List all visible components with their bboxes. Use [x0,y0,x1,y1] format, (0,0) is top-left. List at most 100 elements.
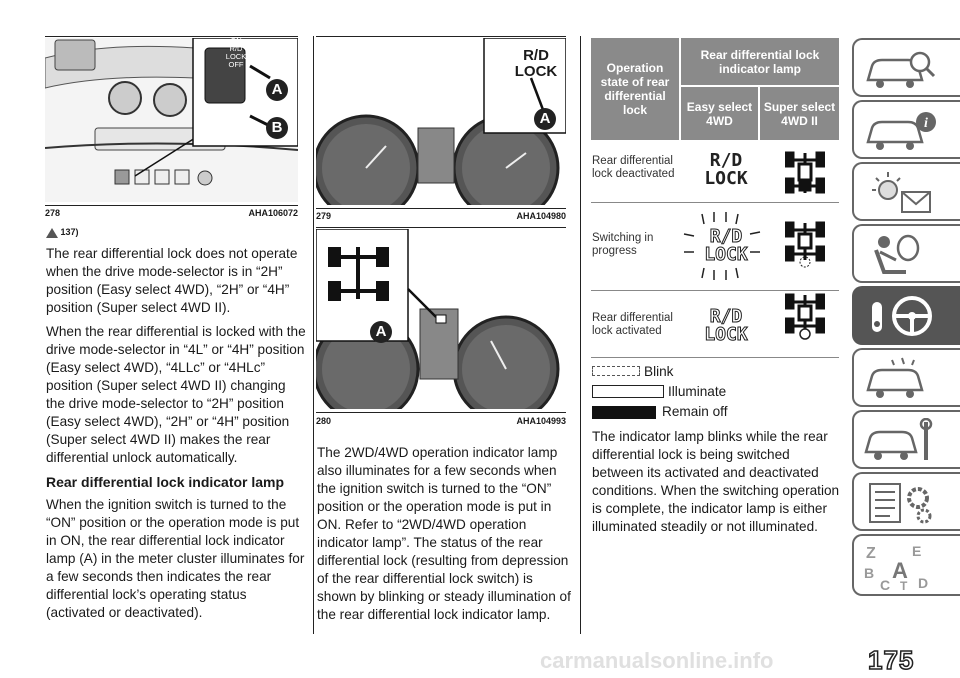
label-lock: LOCK [514,63,558,80]
th-easy-select: Easy select 4WD [681,87,758,140]
top-rule [45,36,298,37]
settings-list-icon [869,483,932,524]
legend-illuminate-label: Illuminate [668,384,727,399]
th-operation-state: Operation state of rear differential loc… [591,38,679,140]
figure-280-caption: 280 AHA104993 [316,416,566,426]
svg-text:E: E [912,543,921,559]
th-indicator-lamp: Rear differential lock indicator lamp [681,38,839,85]
rd-lock-lamp-deactivated: R/D LOCK [696,152,756,188]
callout-a: A [370,321,392,343]
callout-b: B [266,117,288,139]
figure-number: 279 [316,211,332,221]
row-label-activated: Rear differential lock activated [592,312,673,337]
figure-code: AHA104993 [516,416,566,426]
rd-lock-lamp-blinking: R/D LOCK [696,226,756,265]
svg-text:T: T [900,579,908,592]
tab-settings-list[interactable] [852,472,960,531]
legend-remain-off-label: Remain off [662,404,728,419]
switch-label-on: ON [230,38,242,45]
tab-lights-warning[interactable] [852,162,960,221]
top-rule [316,36,566,37]
switch-label: ON R/D LOCK OFF [221,38,251,69]
caption-rule [316,208,566,209]
tab-car-tools[interactable] [852,410,960,469]
4wd-drivetrain-icon [785,221,825,268]
switch-label-off: OFF [228,60,244,69]
4wd-drivetrain-icon [328,247,389,301]
col2-text: The 2WD/4WD operation indicator lamp als… [317,444,575,624]
figure-280: A [316,229,566,409]
lamp-text-lock: LOCK [704,244,748,265]
figure-code: AHA104980 [516,211,566,221]
svg-text:A: A [892,558,908,583]
figure-278: ON R/D LOCK OFF A B [45,38,298,202]
para-unlock-auto: When the rear differential is locked wit… [46,324,306,465]
para-no-operate: The rear differential lock does not oper… [46,246,298,315]
lamp-text-lock: LOCK [704,168,748,189]
label-rd: R/D [523,47,549,64]
watermark: carmanualsonline.info [540,648,774,673]
switch-label-lock: LOCK [225,52,247,61]
4wd-drivetrain-icon [785,151,825,194]
car-service-icon [866,357,924,398]
para-blink-explanation: The indicator lamp blinks while the rear… [592,429,840,534]
switch-label-rd: R/D [229,44,243,53]
blink-rays-icon [683,212,761,280]
callout-a: A [534,108,556,130]
row-divider [591,290,839,291]
legend-blink-label: Blink [644,364,674,379]
caption-rule [316,412,566,413]
svg-text:D: D [918,575,928,591]
row-label-deactivated: Rear differential lock deactivated [592,155,675,180]
lamp-text-lock: LOCK [704,324,748,345]
row-label-switching: Switching in progress [592,232,654,257]
col1-text: The rear differential lock does not oper… [46,245,306,622]
figure-279-caption: 279 AHA104980 [316,211,566,221]
lamp-text-rd: R/D [709,306,743,327]
airbag-seat-icon [874,234,920,274]
light-warning-icon [872,172,931,213]
row-divider [591,357,839,358]
figure-number: 280 [316,416,332,426]
figure-number: 278 [45,208,61,218]
svg-text:Z: Z [866,545,876,562]
col3-text: The indicator lamp blinks while the rear… [592,428,840,536]
legend-remain-off-swatch [592,406,656,419]
figure-279: R/D LOCK A [316,38,566,205]
4wd-drivetrain-icon [785,293,825,340]
lamp-text-rd: R/D [709,226,743,247]
warning-icon [46,227,58,238]
column-divider [580,36,581,634]
tab-steering-key[interactable] [852,286,960,345]
para-2wd-4wd: The 2WD/4WD operation indicator lamp als… [317,445,571,622]
meter-cluster-illustration [316,38,566,205]
car-info-icon: i [866,112,936,150]
row-divider [591,202,839,203]
note-ref-number: 137) [60,227,79,237]
caption-rule [45,205,298,206]
tab-airbag-seat[interactable] [852,224,960,283]
rd-lock-label: R/D LOCK [506,48,566,80]
tab-car-info[interactable]: i [852,100,960,159]
car-search-icon [866,51,936,88]
th-super-select: Super select 4WD II [760,87,839,140]
tab-car-search[interactable] [852,38,960,97]
para-indicator: When the ignition switch is turned to th… [46,497,305,620]
dashboard-illustration [45,38,298,202]
column-divider [313,36,314,634]
rd-lock-lamp-illuminated: R/D LOCK [696,306,756,345]
steering-key-icon [872,296,932,336]
note-reference: 137) [46,227,79,238]
svg-text:C: C [880,577,890,592]
lamp-text-rd: R/D [709,150,743,171]
figure-278-caption: 278 AHA106072 [45,208,298,218]
legend-blink-swatch [592,366,640,376]
tab-car-service[interactable] [852,348,960,407]
svg-text:i: i [924,116,928,131]
car-tools-icon [864,418,933,460]
page-number: 175 [867,644,915,676]
svg-text:B: B [864,565,874,581]
figure-code: AHA106072 [248,208,298,218]
